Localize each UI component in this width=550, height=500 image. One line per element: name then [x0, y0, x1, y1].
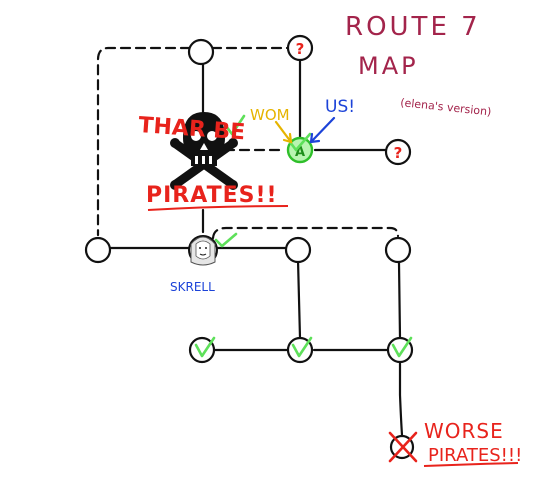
- map-title-line2: MAP: [358, 52, 419, 80]
- wom-arrow-icon: [274, 120, 293, 144]
- worse-pirates-label-line1: WORSE: [424, 419, 504, 443]
- check-mark-icon: [224, 114, 246, 136]
- current-location-node[interactable]: A: [286, 136, 314, 164]
- node-mid-center[interactable]: [284, 236, 312, 264]
- map-paths: [96, 46, 404, 437]
- map-nodes: ? ?: [84, 34, 415, 460]
- node-right-unknown[interactable]: ?: [384, 138, 412, 166]
- map-title-line1: ROUTE 7: [345, 12, 481, 42]
- path-to-worse-pirates: [398, 360, 404, 437]
- pirates-main-label: PIRATES!!: [146, 183, 278, 208]
- pirates-top-label: THAR BE: [138, 113, 246, 145]
- dashed-path-right-column: [211, 226, 400, 240]
- check-mark-icon: [214, 232, 238, 248]
- skrell-label: SKRELL: [170, 280, 215, 294]
- check-mark-icon: [391, 336, 413, 358]
- x-mark-icon: [388, 431, 418, 463]
- skrell-portrait-icon[interactable]: [188, 235, 218, 266]
- unknown-mark: ?: [394, 144, 403, 162]
- dashed-path-left-loop: [96, 46, 192, 237]
- worse-pirates-label-line2: PIRATES!!!: [428, 445, 522, 466]
- node-mid-right[interactable]: [384, 236, 412, 264]
- pirates-underline: [147, 205, 289, 211]
- check-mark-icon: [194, 336, 216, 358]
- worse-pirates-underline: [423, 462, 519, 467]
- path-right-down: [397, 261, 402, 340]
- us-arrow-icon: [309, 116, 336, 144]
- label-arrows: [274, 116, 336, 144]
- unknown-mark: ?: [296, 40, 305, 58]
- check-mark-icon: [288, 132, 312, 152]
- map-subtitle: (elena's version): [400, 96, 492, 118]
- current-location-mark: A: [295, 145, 305, 160]
- skull-crossbones-icon: [170, 112, 238, 190]
- us-label: US!: [325, 97, 355, 117]
- node-mid-left[interactable]: [84, 236, 112, 264]
- node-top-left[interactable]: [187, 38, 215, 66]
- wom-label: WOM: [250, 106, 290, 124]
- node-top-unknown[interactable]: ?: [286, 34, 314, 62]
- completed-markers: [194, 114, 413, 358]
- check-mark-icon: [291, 336, 313, 358]
- path-mid-down: [296, 258, 302, 340]
